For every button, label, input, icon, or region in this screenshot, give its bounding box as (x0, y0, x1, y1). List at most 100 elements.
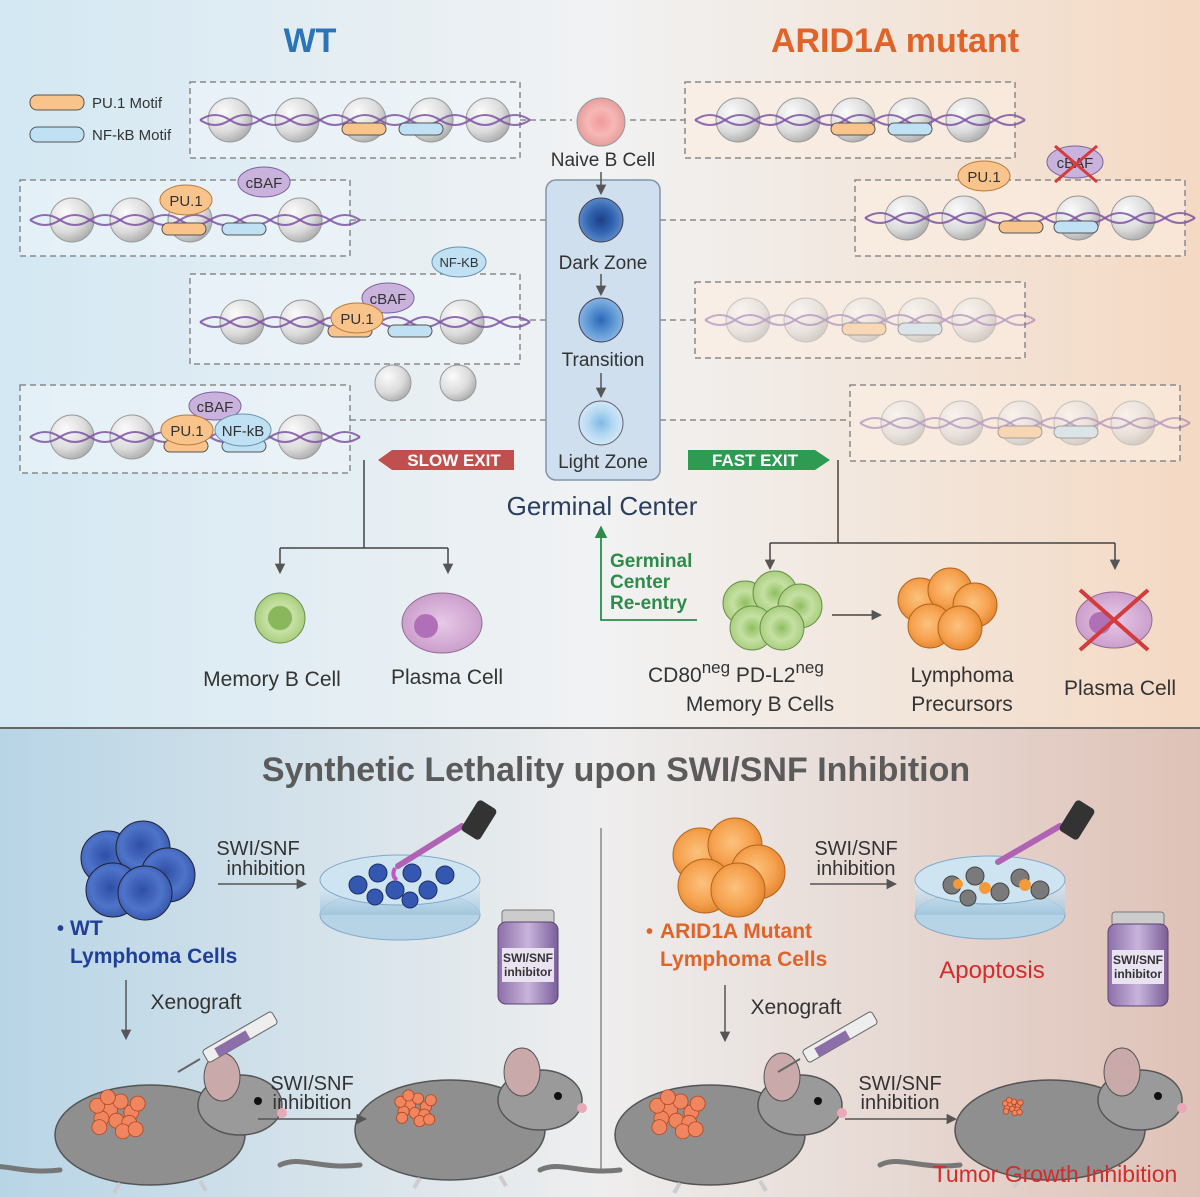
tumor (394, 1089, 437, 1128)
wt-mouse-before (0, 1052, 287, 1195)
tumor-cell (129, 1095, 146, 1112)
nfkb-factor-wt-3 (431, 246, 487, 278)
reentry-arrow (594, 525, 697, 621)
naive-b-cell (576, 97, 626, 147)
nfkb-motif (1053, 425, 1099, 439)
bottom-title: Synthetic Lethality upon SWI/SNF Inhibit… (262, 751, 970, 789)
fast-exit-label: FAST EXIT (712, 451, 799, 470)
nucleosome (725, 297, 771, 343)
memory-b-cells-label: Memory B Cells (686, 693, 834, 716)
tumor-cell (651, 1119, 668, 1135)
tumor-cell (649, 1097, 666, 1114)
tumor-cell (402, 1089, 415, 1102)
pu1-label-wt-2: PU.1 (169, 193, 202, 210)
cbaf-factor-wt-2 (237, 166, 291, 198)
mouse-nose (837, 1108, 847, 1118)
nucleosome (945, 97, 991, 143)
nucleosome (49, 414, 95, 460)
nfkb-motif (221, 222, 267, 236)
cbaf-label-wt-4: cBAF (197, 399, 234, 416)
tumor-cell (687, 1121, 704, 1138)
nucleosome (465, 97, 511, 143)
mutant-dropper (995, 800, 1095, 865)
mouse-feet (672, 1179, 768, 1195)
pu1-label-wt-3: PU.1 (340, 311, 373, 328)
mutant-lymphoma-cluster (672, 817, 786, 918)
mutant-branch-lines (764, 460, 1121, 621)
cbaf-factor-wt-3 (361, 282, 415, 314)
nucleosome (783, 297, 829, 343)
memory-b-cluster (722, 570, 823, 651)
wt-vial-label-2: inhibitor (504, 965, 552, 979)
pu1-motif (998, 220, 1044, 234)
mut-vial-label-1: SWI/SNF (1113, 953, 1163, 967)
chromatin-row-mut-4 (859, 400, 1191, 446)
slow-exit-banner (378, 450, 514, 470)
mouse-tail (537, 1164, 623, 1174)
lymphoma-precursor-cluster (897, 567, 998, 651)
nfkb-motif (887, 122, 933, 136)
tumor-cell (1017, 1099, 1024, 1106)
nucleosome (49, 197, 95, 243)
mouse-ear (1103, 1047, 1141, 1097)
transition-cell (578, 297, 624, 343)
nfkb-motif (387, 324, 433, 338)
nfkb-motif-legend: NF-kB Motif (92, 127, 172, 144)
nucleosome (439, 299, 485, 345)
tumor (89, 1089, 146, 1140)
nucleosome (938, 400, 984, 446)
wt-lymphoma-cluster (80, 820, 196, 921)
evicted-nucleosome-1 (374, 364, 412, 402)
nucleosome (109, 414, 155, 460)
plasma-cell-label: Plasma Cell (391, 666, 503, 689)
nucleosome (880, 400, 926, 446)
mouse-eye (554, 1092, 562, 1100)
mutant-syringe (777, 1011, 878, 1073)
tumor-cell (674, 1123, 691, 1140)
mouse-feet (412, 1174, 508, 1190)
pu1-factor-wt-4 (160, 414, 214, 446)
tumor-cell (127, 1121, 144, 1138)
mouse-tail (0, 1164, 63, 1174)
pu1-factor-mut-2 (957, 160, 1011, 192)
stage-connectors (350, 119, 855, 421)
mouse-nose (1177, 1103, 1187, 1113)
naive-b-cell-label: Naive B Cell (551, 150, 656, 171)
mut-swisnf-label-2: SWI/SNF (858, 1073, 941, 1095)
wt-xenograft-label: Xenograft (150, 991, 241, 1014)
mutant-vial: SWI/SNF inhibitor (1107, 911, 1169, 1007)
wt-inhibition-label-2: inhibition (273, 1092, 352, 1114)
dna-strand (859, 417, 1191, 425)
mouse-tail (277, 1159, 363, 1169)
mut-inhibition-label-2: inhibition (861, 1092, 940, 1114)
tumor-cell (659, 1089, 676, 1106)
pu1-motif (841, 322, 887, 336)
precursors-label: Precursors (911, 693, 1013, 716)
factors-layer: cBAF PU.1 NF-KB cBAF PU.1 cBAF PU.1 NF-k… (159, 144, 1104, 447)
dark-zone-cell (578, 197, 624, 243)
mutant-petri-dish (914, 855, 1066, 940)
nfkb-motif-swatch (29, 126, 85, 143)
memory-b-cell-nucleus (268, 606, 292, 630)
mut-inhibition-label-1: inhibition (817, 858, 896, 880)
mutant-plasma-label: Plasma Cell (1064, 677, 1176, 700)
reentry-label: Germinal Center Re-entry (610, 551, 698, 614)
tumor-cell (1016, 1108, 1023, 1116)
wt-vial: SWI/SNF inhibitor (497, 909, 559, 1005)
slow-exit-label: SLOW EXIT (407, 451, 501, 470)
tumor-cell (423, 1113, 436, 1126)
cbaf-cross-mut (1054, 144, 1098, 184)
fast-exit-banner (688, 450, 830, 470)
tumor-cell (91, 1119, 108, 1135)
pu1-motif-swatch (29, 94, 85, 111)
tumor-cell (100, 1089, 116, 1106)
mouse-eye (254, 1097, 262, 1105)
tumor-cell (424, 1094, 437, 1107)
mutant-mouse-after (877, 1047, 1187, 1190)
germinal-center-label: Germinal Center (507, 491, 698, 521)
chromatin-row-mut-1 (694, 97, 1026, 143)
cbaf-factor-wt-4 (188, 391, 242, 421)
pu1-motif-legend: PU.1 Motif (92, 95, 163, 112)
